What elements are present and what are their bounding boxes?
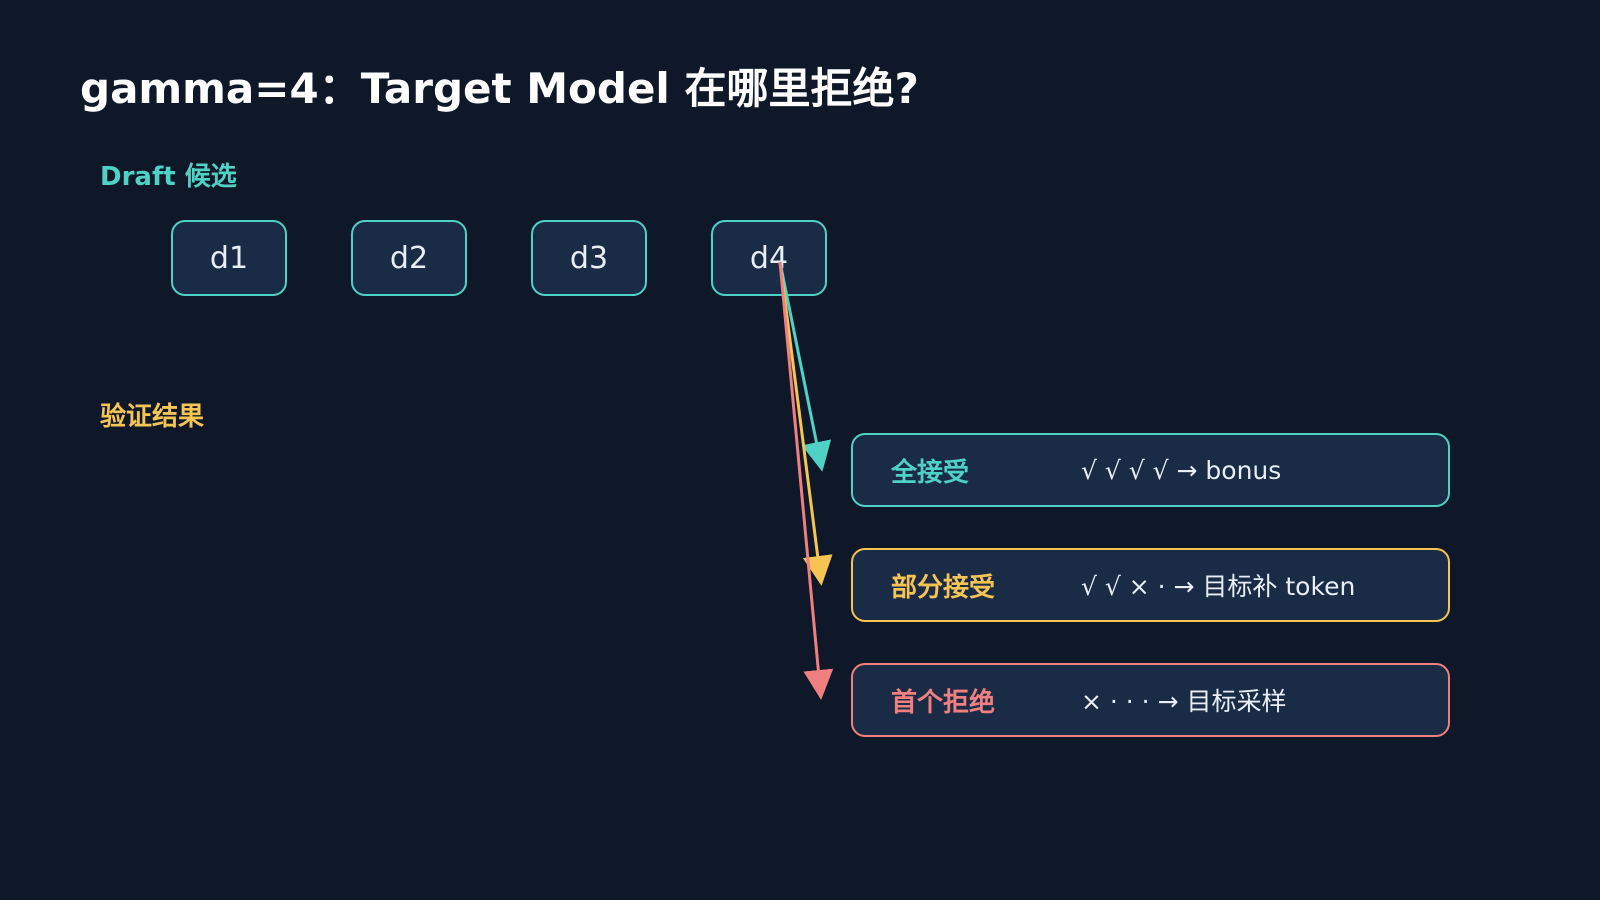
draft-candidates-label: Draft 候选 <box>100 162 237 192</box>
result-first-reject-name: 首个拒绝 <box>891 687 996 718</box>
page-title: gamma=4：Target Model 在哪里拒绝? <box>80 64 919 113</box>
result-partial-accept: 部分接受 √ √ × · → 目标补 token <box>851 548 1450 622</box>
arrow-to-first-reject <box>778 261 834 700</box>
draft-token-d4: d4 <box>711 220 827 296</box>
draft-token-d2: d2 <box>351 220 467 296</box>
result-full-accept: 全接受 √ √ √ √ → bonus <box>851 433 1450 507</box>
result-full-accept-name: 全接受 <box>891 457 970 488</box>
draft-token-d1: d1 <box>171 220 287 296</box>
verification-results-label: 验证结果 <box>100 402 205 432</box>
result-first-reject-sequence: × · · · → 目标采样 <box>1081 687 1287 716</box>
result-partial-accept-name: 部分接受 <box>891 572 996 603</box>
arrow-to-partial-accept <box>778 261 833 586</box>
draft-token-d3: d3 <box>531 220 647 296</box>
result-partial-accept-sequence: √ √ × · → 目标补 token <box>1081 572 1356 601</box>
result-full-accept-sequence: √ √ √ √ → bonus <box>1081 455 1282 485</box>
result-first-reject: 首个拒绝 × · · · → 目标采样 <box>851 663 1450 737</box>
